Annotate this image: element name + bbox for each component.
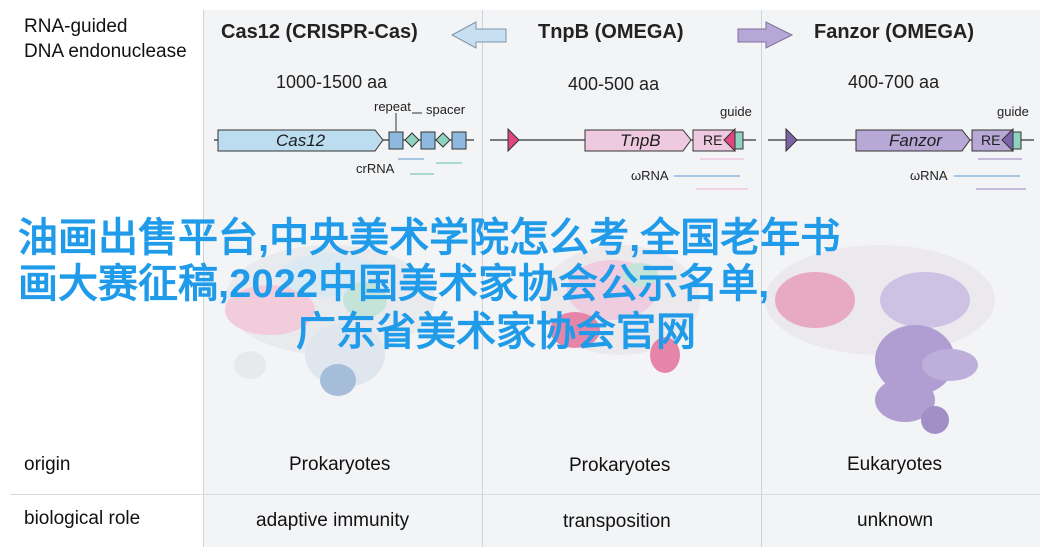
repeat-box bbox=[388, 131, 404, 150]
left-arrow-icon bbox=[450, 21, 507, 49]
domain-label-tnpb: TnpB bbox=[620, 131, 661, 150]
re-label-tnpb: RE bbox=[703, 132, 723, 148]
column-title-fanzor: Fanzor (OMEGA) bbox=[814, 21, 974, 43]
protein-size-cas12: 1000-1500 aa bbox=[276, 72, 388, 92]
guide-box bbox=[1012, 131, 1022, 150]
cas12-structure-image bbox=[225, 245, 435, 396]
role-fanzor: unknown bbox=[857, 510, 934, 531]
omega-rna-label-fanzor: ωRNA bbox=[910, 168, 948, 183]
repeat-box bbox=[420, 131, 436, 150]
fanzor-domain-box bbox=[855, 129, 971, 152]
domain-label-cas12: Cas12 bbox=[276, 131, 326, 150]
tnpb-domain-box bbox=[584, 129, 692, 152]
column-title-tnpb: TnpB (OMEGA) bbox=[538, 21, 684, 43]
cas12-domain-box bbox=[217, 129, 384, 152]
row-label-origin: origin bbox=[24, 454, 71, 475]
fanzor-structure-image bbox=[765, 245, 995, 434]
guide-box bbox=[734, 131, 744, 150]
origin-tnpb: Prokaryotes bbox=[569, 455, 671, 476]
guide-label-tnpb: guide bbox=[720, 104, 752, 119]
role-tnpb: transposition bbox=[563, 511, 671, 532]
overlay-line3: 广东省美术家协会官网 bbox=[296, 310, 696, 354]
role-cas12: adaptive immunity bbox=[256, 510, 410, 531]
row-header-line2: DNA endonuclease bbox=[24, 41, 187, 62]
column-title-cas12: Cas12 (CRISPR-Cas) bbox=[221, 21, 418, 43]
row-label-role: biological role bbox=[24, 508, 141, 529]
column-divider bbox=[482, 10, 483, 547]
guide-label-fanzor: guide bbox=[997, 104, 1029, 119]
repeat-box bbox=[451, 131, 467, 150]
transposon-end-icon bbox=[507, 127, 520, 153]
transposon-end-icon bbox=[785, 127, 798, 153]
protein-size-fanzor: 400-700 aa bbox=[848, 72, 940, 92]
spacer-diamond bbox=[404, 132, 420, 148]
origin-fanzor: Eukaryotes bbox=[847, 454, 943, 475]
column-divider bbox=[761, 10, 762, 547]
re-label-fanzor: RE bbox=[981, 132, 1001, 148]
tnpb-structure-image bbox=[540, 245, 700, 373]
spacer-diamond bbox=[435, 132, 451, 148]
overlay-line2: 画大赛征稿,2022中国美术家协会公示名单, bbox=[18, 262, 770, 306]
origin-cas12: Prokaryotes bbox=[289, 454, 391, 475]
column-divider bbox=[203, 10, 204, 547]
spacer-label: spacer bbox=[426, 102, 466, 117]
domain-label-fanzor: Fanzor bbox=[889, 131, 942, 150]
repeat-label: repeat bbox=[374, 99, 411, 114]
row-header-line1: RNA-guided bbox=[24, 16, 128, 37]
protein-size-tnpb: 400-500 aa bbox=[568, 74, 660, 94]
row-divider bbox=[10, 494, 1040, 495]
overlay-line1: 油画出售平台,中央美术学院怎么考,全国老年书 bbox=[18, 216, 841, 260]
omega-rna-label-tnpb: ωRNA bbox=[631, 168, 669, 183]
crrna-label: crRNA bbox=[356, 161, 395, 176]
right-arrow-icon bbox=[737, 21, 794, 49]
